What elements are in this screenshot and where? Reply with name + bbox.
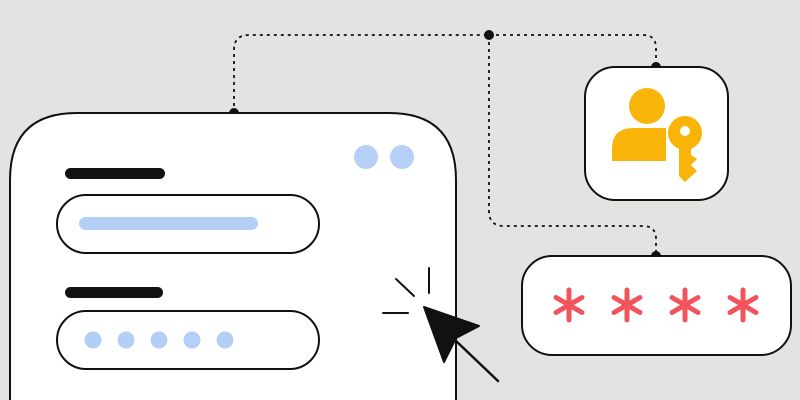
user-body [612,128,666,161]
masked-password-card-frame [521,255,792,356]
connector-lines [233,34,657,256]
asterisk-stroke [553,295,585,315]
user-key-card [584,66,729,201]
asterisk-stroke [611,295,643,315]
asterisk-stroke [669,295,701,315]
password-label [65,287,163,298]
cursor-icon [382,267,500,383]
password-field-dots [84,331,234,349]
login-window [9,112,457,400]
connector-dot-hub [484,30,494,40]
key-icon [668,116,702,182]
asterisk-symbol: * [611,287,643,323]
click-ray-diagonal [395,278,415,297]
asterisk-symbol: * [669,287,701,323]
key-hole [680,126,690,136]
connector-hub-to-user-card [489,34,657,67]
connector-hub-to-password-card [488,35,657,256]
password-dot [84,331,102,349]
password-dot [216,331,234,349]
password-dot [150,331,168,349]
username-field-value-bar [79,217,258,230]
click-rays [382,267,430,314]
cursor-arrow [423,306,480,363]
asterisk-symbol: * [727,287,759,323]
password-field[interactable] [56,310,320,370]
asterisk-stroke [727,295,759,315]
cursor-tail [453,338,500,383]
masked-password-symbols: * * * * [553,287,759,323]
key-shaft [679,148,697,182]
username-label [65,168,165,179]
window-control-dot-1[interactable] [354,145,378,169]
asterisk-symbol: * [553,287,585,323]
user-head [629,88,665,124]
user-key-icon [612,88,702,182]
password-dot [183,331,201,349]
connector-window-to-hub [233,34,489,113]
masked-password-card: * * * * [521,255,792,356]
window-control-dot-2[interactable] [390,145,414,169]
password-dot [117,331,135,349]
username-field[interactable] [56,194,320,254]
